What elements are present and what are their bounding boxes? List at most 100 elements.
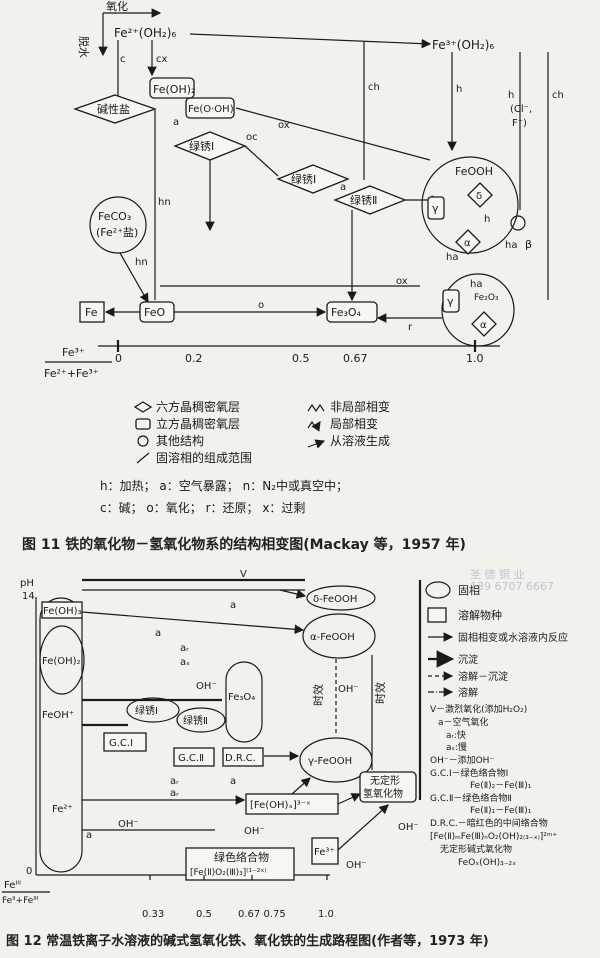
alpha-diamond	[455, 229, 481, 255]
path-label-o: o	[258, 300, 264, 311]
fe2o3-label: Fe₂O₃	[474, 293, 499, 303]
amorphous-label-1: 无定形	[370, 774, 400, 787]
ratio-numerator: Fe³⁺	[62, 346, 85, 359]
aging-label-2: 时效	[373, 682, 387, 704]
fe-oh-x-label: [Fe(OH)ₓ]³⁻ˣ	[250, 800, 311, 811]
legend12-label-4: 沉淀	[458, 653, 478, 666]
path-label-h3: h	[484, 214, 490, 225]
note-2: a－空气氧化	[438, 716, 489, 728]
legend12-label-3: 固相相变或水溶液内反应	[458, 631, 568, 644]
green-rust-1-label-12: 绿锈Ⅰ	[135, 704, 158, 717]
note-12: 无定形碱式氧化物	[440, 843, 512, 855]
fe3-plus-label: Fe³⁺	[314, 847, 335, 858]
green-complex-box	[185, 847, 295, 881]
x-ratio-num: Feᴵᴵᴵ	[4, 880, 21, 891]
path-label-ch2: ch	[552, 90, 564, 101]
fe3o4-box	[326, 301, 378, 323]
gc1-box	[103, 732, 147, 752]
delta-diamond	[467, 182, 493, 208]
amorphous-label-2: 氢氧化物	[363, 787, 403, 800]
fe3-aqua-label: Fe³⁺(OH₂)₆	[432, 38, 494, 52]
feohx-to-gamma	[291, 777, 311, 795]
legend-solid-phase-icon	[425, 581, 451, 599]
fe3-plus-box	[311, 837, 339, 865]
fe2-to-fe3-arrow	[189, 33, 432, 49]
note-13: FeOₓ(OH)₃₋₂ₓ	[458, 858, 516, 868]
note-9: Fe(Ⅱ)₁－Fe(Ⅲ)₁	[470, 806, 532, 816]
fe-label: Fe	[85, 306, 98, 319]
path-label-c: c	[120, 54, 126, 65]
feo-label: FeO	[144, 306, 165, 319]
path-label-a2: a	[340, 182, 346, 193]
legend-rect-icon	[135, 418, 151, 430]
fe-oh2-box	[149, 77, 195, 99]
x-tick-067: 0.67 0.75	[238, 909, 286, 920]
green-rust-2-diamond	[333, 185, 407, 215]
gamma2-box	[442, 289, 460, 313]
dehydration-axis-label: 脱水	[77, 36, 91, 58]
tick-label-05: 0.5	[292, 352, 310, 365]
drc-box	[222, 747, 264, 767]
fe-o-oh-box	[185, 97, 235, 119]
tick-label-0: 0	[115, 352, 122, 365]
tick-label-02: 0.2	[185, 352, 203, 365]
x-ratio-den: Feᴵᴵ+Feᴵᴵᴵ	[2, 896, 39, 906]
figure-11: 氧化 脱水 Fe²⁺(OH₂)₆ Fe³⁺(OH₂)₆ c cx Fe(OH)₂…	[44, 0, 564, 515]
watermark-line-1: 圣 德 铜 业	[470, 568, 525, 581]
note-3: aᵣ:快	[446, 729, 466, 741]
gc1-label: G.C.Ⅰ	[109, 738, 133, 749]
legend-label-4: 固溶相的组成范围	[156, 450, 252, 465]
fig12-caption: 图 12 常温铁离子水溶液的碱式氢氧化铁、氧化铁的生成路程图(作者等，1973 …	[6, 934, 489, 949]
note-6: G.C.Ⅰ－绿色络合物Ⅰ	[430, 767, 508, 779]
delta-feooh-ellipse	[306, 585, 376, 611]
ratio-denominator: Fe²⁺+Fe³⁺	[44, 367, 99, 380]
legend-label-1: 六方晶稠密氧层	[156, 399, 240, 414]
gamma-feooh-label: γ-FeOOH	[308, 756, 352, 767]
green-rust-2-label: 绿锈Ⅱ	[350, 193, 377, 207]
beta-circle	[510, 215, 526, 231]
feco3-circle	[89, 196, 147, 254]
oxidation-axis-label: 氧化	[106, 0, 128, 13]
alpha2-diamond	[471, 311, 497, 337]
path-label-h2: h	[508, 90, 514, 101]
gamma-label: γ	[432, 202, 439, 215]
feooh-circle	[421, 156, 519, 254]
x-tick-10: 1.0	[318, 909, 334, 920]
a-label-3: a	[230, 776, 236, 787]
fe-box	[79, 301, 105, 323]
ar-label-3: aᵣ	[170, 788, 179, 799]
legend-label-5: 非局部相变	[330, 399, 390, 414]
green-complex-label-1: 绿色络合物	[214, 850, 269, 864]
basic-salt-label: 碱性盐	[97, 102, 130, 116]
legend-zigzag-arrow-icon	[307, 420, 321, 432]
fig12-notes: V－激烈氧化(添加H₂O₂) a－空气氧化 aᵣ:快 aₛ:慢 OH⁻－添加OH…	[430, 703, 558, 868]
gamma-box	[427, 196, 445, 220]
path-label-oc: oc	[246, 132, 258, 143]
fe3o4-label-12: Fe₃O₄	[228, 692, 255, 703]
path-label-h1: h	[456, 84, 462, 95]
green-rust-2-label-12: 绿锈Ⅱ	[183, 714, 208, 727]
note-11: [Fe(Ⅱ)ₘFe(Ⅲ)ₙO₂(OH)₂₍₃₋ₓ₎]²ᵐ⁺	[430, 832, 558, 842]
aging-label-1: 时效	[311, 684, 325, 706]
legend12-label-5: 溶解－沉淀	[458, 670, 508, 683]
tick-label-10: 1.0	[466, 352, 484, 365]
fig11-legend: 六方晶稠密氧层 立方晶稠密氧层 其他结构 固溶相的组成范围 非局部相变 局部相变…	[133, 399, 390, 465]
feooh-label: FeOOH	[455, 165, 493, 178]
v-label-1: V	[240, 569, 247, 580]
note-1: V－激烈氧化(添加H₂O₂)	[430, 703, 527, 715]
watermark-line-2: 139 6707 6667	[470, 580, 554, 593]
oh-label-2: OH⁻	[338, 684, 359, 695]
v-arrow	[279, 589, 307, 599]
a-to-alpha	[81, 611, 305, 635]
green-rust-1b-diamond	[276, 164, 350, 194]
ph-0-label: 0	[26, 866, 32, 877]
fig12-legend: 固相 溶解物种 固相相变或水溶液内反应 沉淀 溶解－沉淀 溶解	[425, 581, 568, 699]
gc2-label: G.C.Ⅱ	[178, 753, 204, 764]
legend-label-3: 其他结构	[156, 433, 204, 448]
basic-salt-diamond	[73, 94, 157, 124]
oh-label-6: OH⁻	[346, 860, 367, 871]
fe-oh2-label: Fe(OH)₂	[153, 83, 195, 96]
green-rust-1b-label: 绿锈Ⅰ	[291, 172, 316, 186]
path-label-hn1: hn	[158, 197, 171, 208]
legend-diamond-icon	[133, 401, 153, 413]
